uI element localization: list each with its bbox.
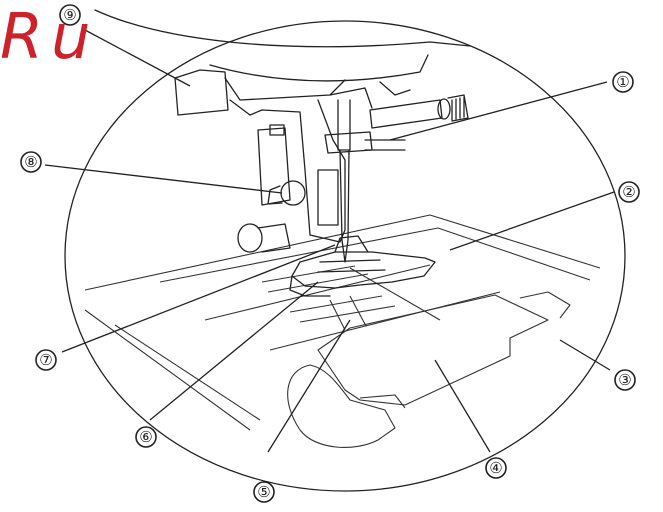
needle-bar-and-needle (325, 100, 405, 262)
callout-1: ① (613, 72, 633, 92)
callout-5-number: ⑤ (257, 483, 270, 501)
callout-7: ⑦ (36, 350, 56, 370)
callout-6: ⑥ (136, 427, 156, 447)
callout-3-number: ③ (618, 371, 631, 389)
callout-4-number: ④ (489, 459, 502, 477)
callout-5: ⑤ (254, 482, 274, 502)
callout-4: ④ (486, 458, 506, 478)
callout-2-number: ② (622, 183, 635, 201)
language-code-label: Ru (0, 6, 98, 68)
callout-7-number: ⑦ (39, 351, 52, 369)
callout-3: ③ (615, 370, 635, 390)
callout-1-number: ① (616, 73, 629, 91)
callout-8-number: ⑧ (24, 153, 37, 171)
callout-8: ⑧ (21, 152, 41, 172)
callout-6-number: ⑥ (139, 428, 152, 446)
callout-2: ② (619, 182, 639, 202)
machine-head (95, 10, 470, 115)
leader-lines (45, 30, 614, 452)
presser-foot-holder (238, 100, 345, 252)
